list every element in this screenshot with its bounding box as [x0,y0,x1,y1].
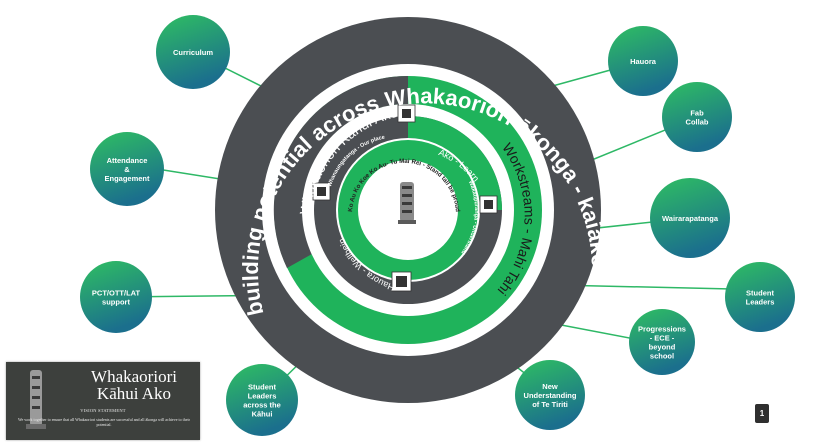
bubble-circle [650,178,730,258]
bubble-label: Kāhui [252,410,273,419]
bubble-circle [515,360,585,430]
bubble-label: Attendance [107,156,148,165]
bubble-circle [608,26,678,96]
bubble-label: Student [746,289,774,298]
bubble-circle [662,82,732,152]
page-number-badge[interactable]: 1 [755,404,769,423]
vision-statement: We work together to ensure that all Whak… [18,417,190,427]
bubble-label: Leaders [248,392,277,401]
vision-heading: VISION STATEMENT [80,408,126,413]
bubble-circle [156,15,230,89]
bubble-label: Progressions [638,325,686,334]
ring-icon-top [397,104,416,123]
ring-icon-right [479,195,498,214]
bubble-label: Student [248,383,276,392]
bubble-label: support [102,298,130,307]
bubble-circle [226,364,298,436]
bubble-hauora[interactable]: Hauora [608,26,678,96]
logo-card: Whakaoriori Kāhui Ako VISION STATEMENT W… [6,362,200,440]
ring-icon-left [312,182,331,201]
bubble-circle [629,309,695,375]
bubble-label: Fab [690,109,704,118]
bubble-label: across the [243,401,281,410]
bubble-wairarapatanga[interactable]: Wairarapatanga [650,178,730,258]
bubble-label: Wairarapatanga [662,214,719,223]
bubble-label: of Te Tiriti [532,400,568,409]
bubble-label: Hauora [630,57,657,66]
bubble-label: PCT/OTT/LAT [92,289,141,298]
carved-post-image [398,182,416,224]
bubble-circle [725,262,795,332]
bubble-label: Understanding [524,391,577,400]
bubble-label: beyond [649,343,676,352]
carved-post-logo-icon [26,370,46,429]
topic-bubbles: CurriculumHauoraFabCollabAttendance&Enga… [80,15,795,436]
inner-ring-green-segment [408,116,502,210]
bubble-label: & [124,165,130,174]
bubble-label: Collab [686,118,709,127]
bubble-label: Curriculum [173,48,213,57]
bubble-label: Engagement [104,174,150,183]
bubble-label: school [650,352,674,361]
middle-ring-dark-arc [273,75,408,268]
logo-title: Whakaoriori Kāhui Ako [72,368,196,402]
bubble-label: - ECE - [650,334,675,343]
logo-title-line1: Whakaoriori [91,367,177,386]
bubble-label: New [542,382,558,391]
logo-title-line2: Kāhui Ako [96,384,172,403]
bubble-circle [90,132,164,206]
bubble-label: Leaders [746,298,775,307]
bubble-attendance[interactable]: Attendance&Engagement [90,132,164,206]
bubble-curriculum[interactable]: Curriculum [156,15,230,89]
ring-icon-bottom [391,271,412,292]
bubble-circle [80,261,152,333]
